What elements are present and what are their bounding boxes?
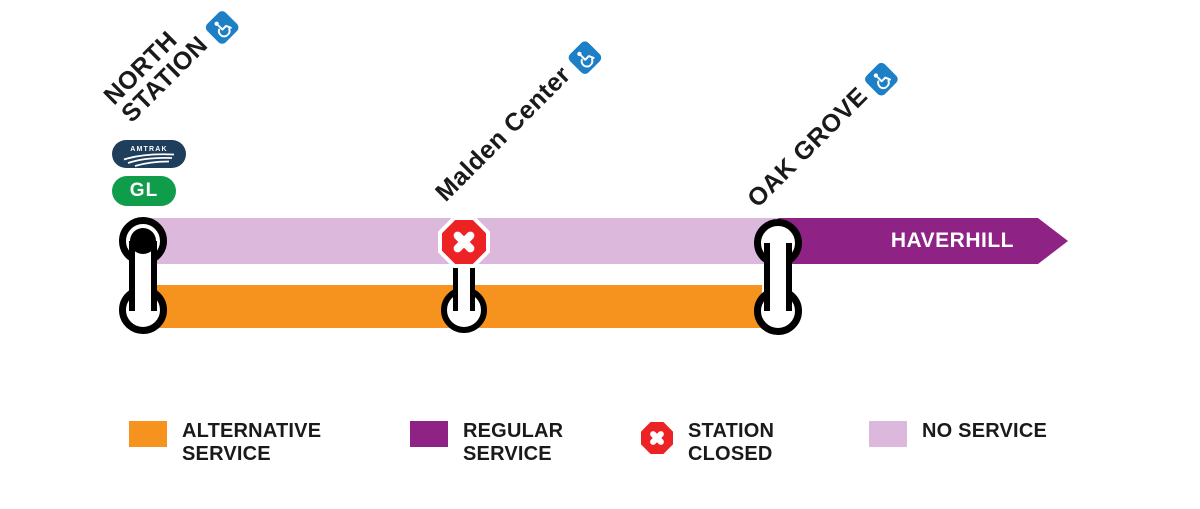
accessible-icon [566, 39, 604, 77]
oak-grove-connector [764, 243, 792, 311]
legend-item-station-closed: STATION CLOSED [641, 420, 774, 466]
accessible-icon [863, 60, 900, 98]
regular-service-arrow-haverhill: HAVERHILL [778, 218, 1068, 264]
station-label-north-station: NORTH STATION [98, 0, 241, 130]
amtrak-badge: AMTRAK [112, 140, 186, 173]
accessible-icon [203, 9, 241, 47]
station-label-malden-center: Malden Center [430, 37, 604, 209]
legend-item-no-service: NO SERVICE [869, 420, 1047, 447]
green-line-badge: GL [112, 176, 176, 206]
destination-label: HAVERHILL [890, 229, 1014, 252]
legend-item-regular-service: REGULAR SERVICE [410, 420, 563, 466]
station-closed-icon-inner [442, 220, 486, 264]
legend-item-alternative-service: ALTERNATIVE SERVICE [129, 420, 321, 466]
no-service-swatch [869, 421, 907, 447]
north-station-terminal-dot [130, 228, 156, 254]
alternative-service-swatch [129, 421, 167, 447]
regular-service-swatch [410, 421, 448, 447]
station-label-oak-grove: OAK GROVE [742, 59, 900, 215]
station-closed-icon [438, 216, 490, 268]
station-closed-legend-icon [641, 422, 673, 454]
amtrak-label: AMTRAK [130, 146, 168, 153]
malden-center-connector [453, 258, 475, 311]
